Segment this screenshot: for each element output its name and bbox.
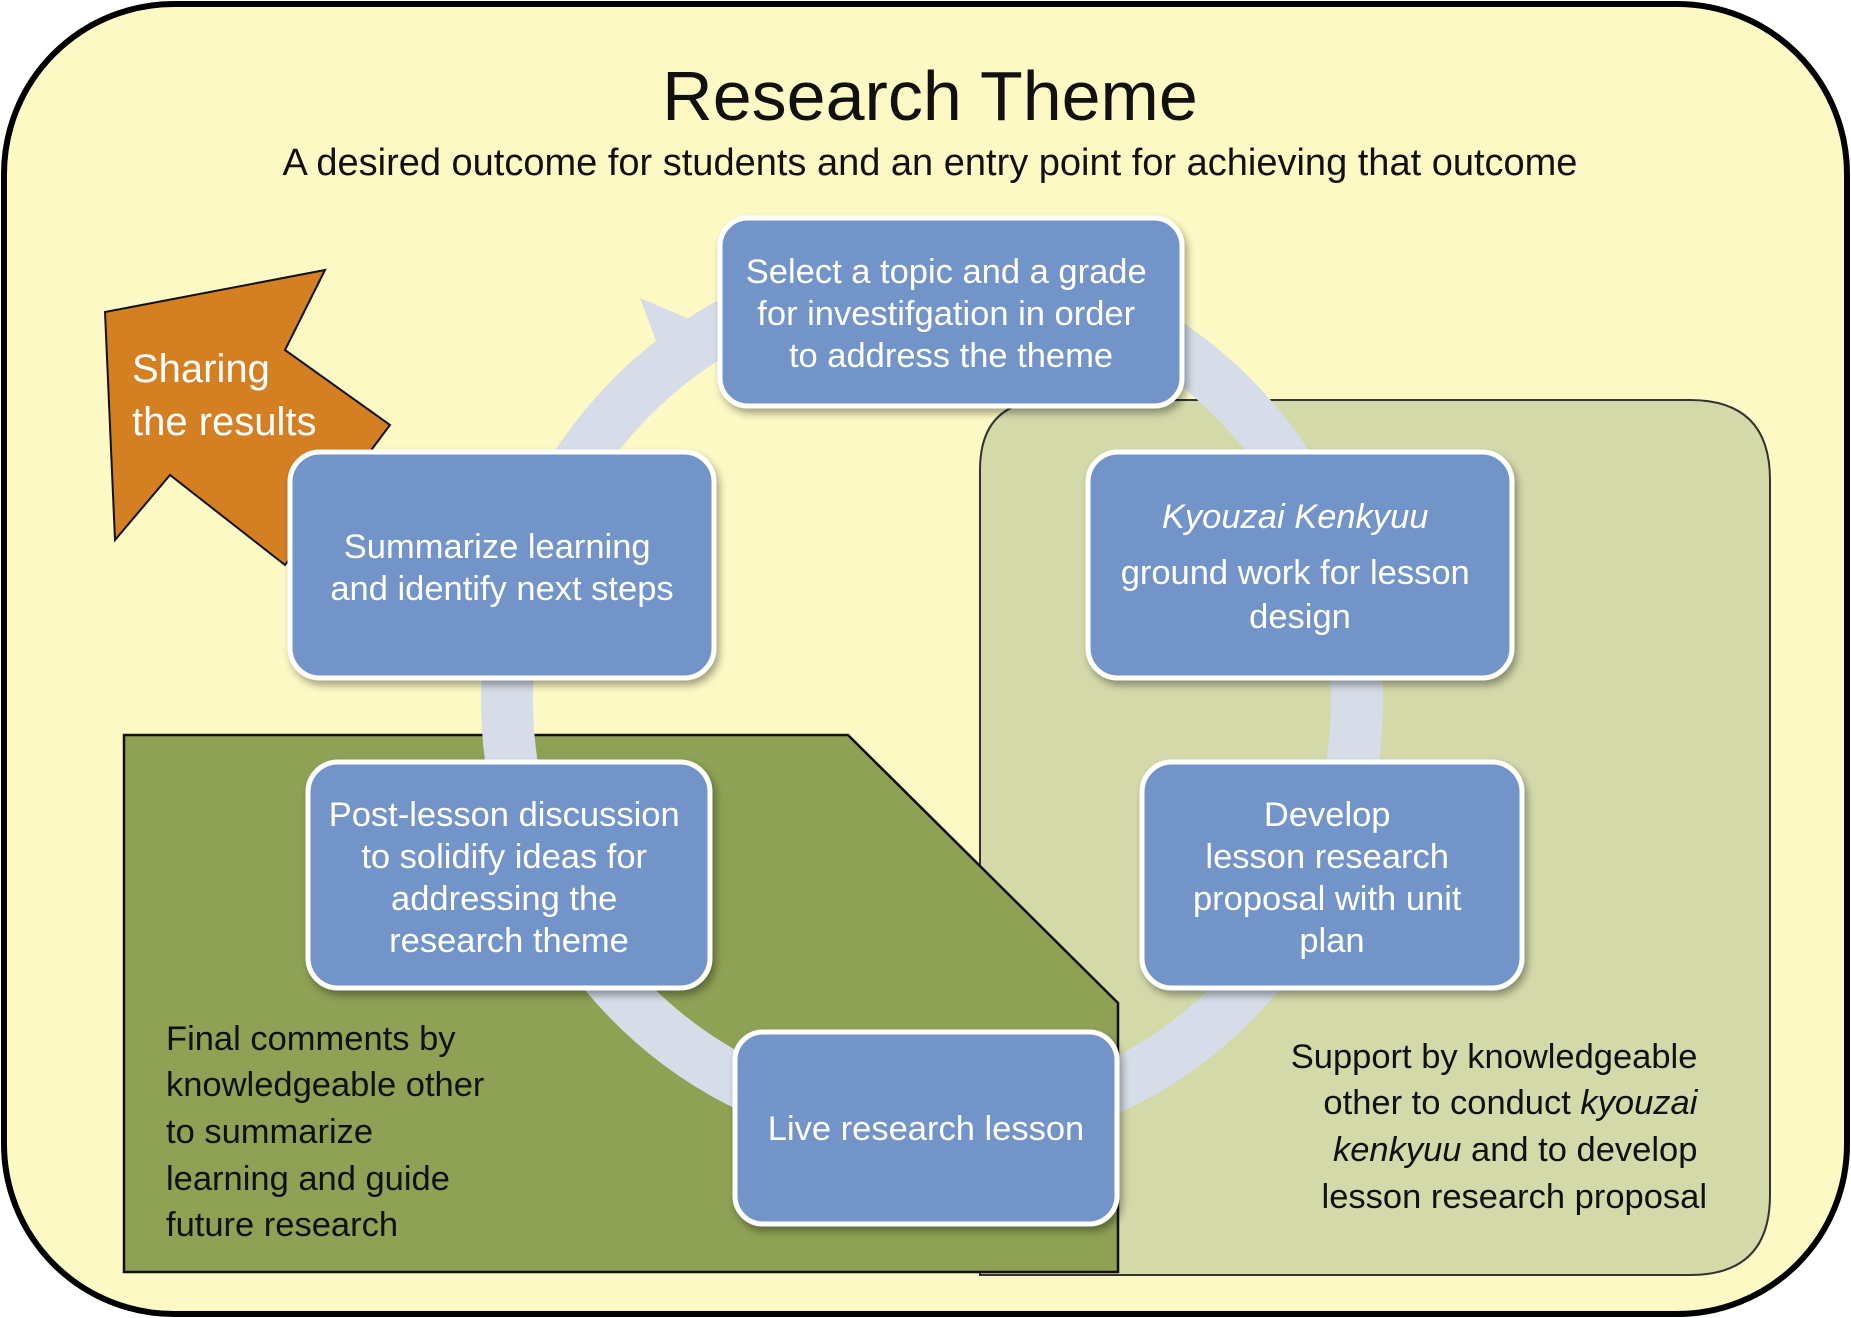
page-title: Research Theme [662, 57, 1198, 135]
page-subtitle: A desired outcome for students and an en… [283, 142, 1578, 184]
svg-text:Live research lesson: Live research lesson [768, 1110, 1084, 1148]
step-develop-line: lesson research [1205, 838, 1449, 876]
step-live-lesson [732, 1029, 1120, 1227]
final-comments-note: Final comments by knowledgeable other to… [166, 1020, 494, 1244]
step-summarize [287, 449, 717, 681]
sharing-label-line1: Sharing [132, 347, 270, 391]
svg-text:Develop lesson research: Develop lesson research proposal with un… [1193, 796, 1471, 960]
final-comments-line: to summarize [166, 1113, 373, 1151]
step-select-topic [717, 215, 1185, 409]
final-comments-line: learning and guide [166, 1160, 450, 1198]
step-select-topic-line: to address the theme [789, 337, 1113, 375]
step-select-topic-line: Select a topic and a grade [746, 253, 1147, 291]
support-line: lesson research proposal [1322, 1178, 1707, 1216]
final-comments-line: Final comments by [166, 1020, 456, 1058]
step-post-lesson-line: research theme [389, 922, 629, 960]
step-summarize-line: Summarize learning [344, 528, 651, 566]
step-live-lesson-line: Live research lesson [768, 1110, 1084, 1148]
step-develop-line: proposal with unit [1193, 880, 1462, 918]
svg-text:Kyouzai Kenkyuu ground wor: Kyouzai Kenkyuu ground work for lesson d… [1121, 498, 1480, 636]
step-kyouzai-line: design [1249, 598, 1351, 636]
step-kyouzai-kenkyuu [1085, 449, 1515, 681]
final-comments-line: future research [166, 1206, 398, 1244]
step-post-lesson [305, 759, 713, 991]
step-select-topic-line: for investifgation in order [757, 295, 1135, 333]
step-post-lesson-line: Post-lesson discussion [329, 796, 680, 834]
svg-text:Post-lesson discussion to: Post-lesson discussion to solidify ideas… [329, 796, 690, 960]
cycle-arrowhead [640, 298, 715, 392]
support-line: kenkyuu and to develop [1333, 1131, 1697, 1169]
svg-text:Summarize learning and ide: Summarize learning and identify next ste… [330, 528, 673, 608]
support-note: Support by knowledgeable other to conduc… [1291, 1038, 1707, 1216]
svg-text:Select a topic and a grade: Select a topic and a grade for investifg… [746, 253, 1156, 375]
step-kyouzai-title: Kyouzai Kenkyuu [1162, 498, 1429, 536]
step-develop-line: Develop [1264, 796, 1391, 834]
support-line: Support by knowledgeable [1291, 1038, 1698, 1076]
step-post-lesson-line: addressing the [391, 880, 617, 918]
step-post-lesson-line: to solidify ideas for [361, 838, 647, 876]
step-summarize-line: and identify next steps [330, 570, 673, 608]
sharing-label-line2: the results [132, 400, 317, 444]
step-kyouzai-line: ground work for lesson [1121, 554, 1470, 592]
support-line: other to conduct kyouzai [1323, 1084, 1698, 1122]
step-develop-proposal [1139, 759, 1525, 991]
step-develop-line: plan [1299, 922, 1364, 960]
final-comments-line: knowledgeable other [166, 1066, 484, 1104]
